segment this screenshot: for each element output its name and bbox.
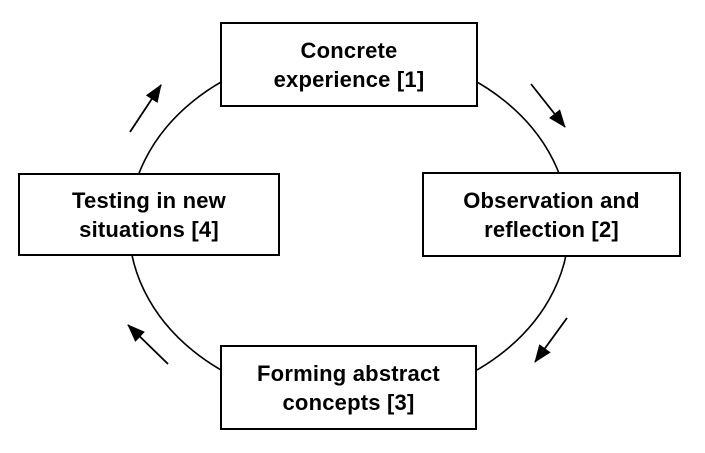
arrow-top-right-icon	[530, 83, 566, 128]
node-label-line: Observation and	[463, 187, 640, 213]
node-label-line: reflection [2]	[484, 216, 619, 242]
node-label-line: Forming abstract	[257, 360, 440, 386]
node-label-line: Testing in new	[72, 187, 226, 213]
node-label-line: situations [4]	[79, 216, 219, 242]
node-label-line: experience [1]	[273, 66, 425, 92]
node-forming-abstract-concepts: Forming abstract concepts [3]	[220, 345, 477, 430]
arrow-top-left-icon	[129, 84, 162, 133]
arrow-bottom-right-icon	[534, 317, 568, 363]
node-observation-reflection: Observation and reflection [2]	[422, 172, 681, 257]
node-label-line: concepts [3]	[282, 389, 415, 415]
node-testing-new-situations: Testing in new situations [4]	[18, 173, 280, 256]
node-label-line: Concrete	[300, 37, 398, 63]
node-concrete-experience: Concrete experience [1]	[220, 22, 478, 107]
arrow-bottom-left-icon	[127, 324, 169, 365]
